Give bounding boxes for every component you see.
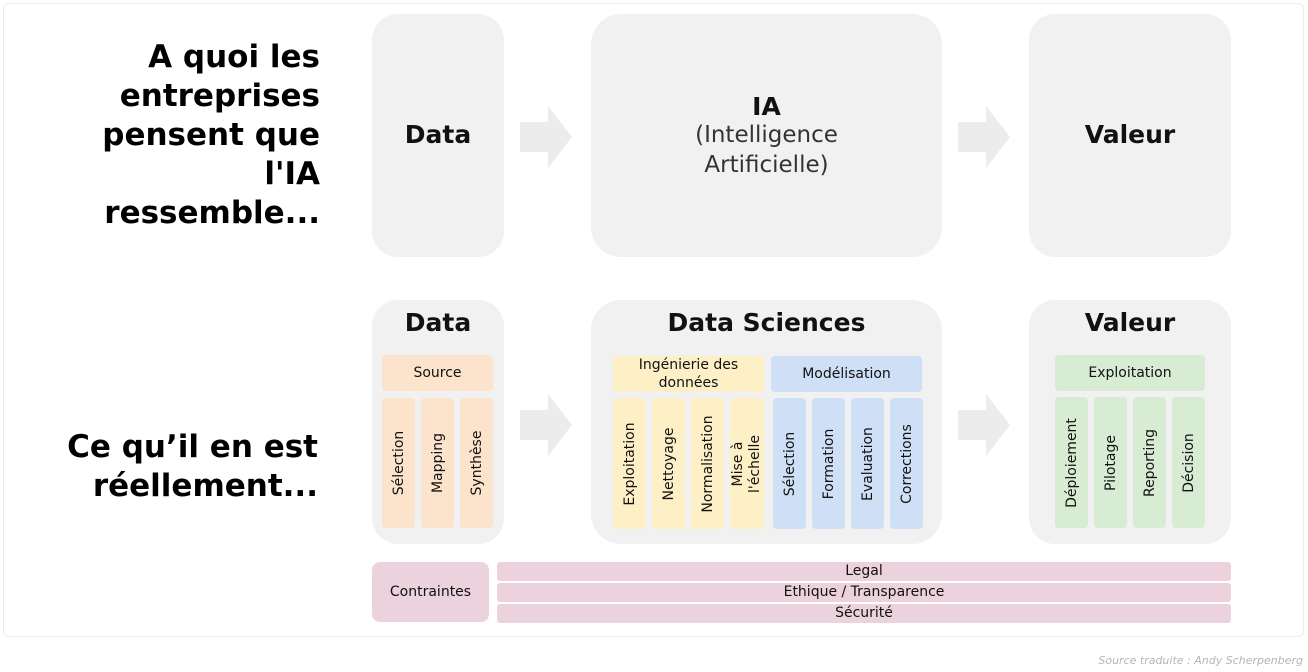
modeling-header: Modélisation [771,356,922,392]
value-item: Décision [1172,397,1205,528]
top-valeur-box: Valeur [1029,14,1231,257]
value-item: Déploiement [1055,397,1088,528]
value-item: Pilotage [1094,397,1127,528]
arrow-right-icon [958,106,1010,168]
data-item: Mapping [421,398,454,528]
data-sciences-title: Data Sciences [667,308,866,337]
source-header: Source [382,355,493,391]
constraints-label: Contraintes [372,562,489,622]
data-engineering-header: Ingénierie des données [613,356,764,392]
top-ia-box: IA (Intelligence Artificielle) [591,14,942,257]
engineering-item: Exploitation [613,398,646,529]
modeling-item: Corrections [890,398,923,529]
constraint-bar-security: Sécurité [497,604,1231,623]
arrow-right-icon [520,394,572,456]
heading-expectation: A quoi les entreprises pensent que l'IA … [102,39,320,231]
ia-title: IA [752,92,781,121]
value-item: Reporting [1133,397,1166,528]
arrow-right-icon [958,394,1010,456]
diagram-frame [3,3,1304,637]
modeling-item: Evaluation [851,398,884,529]
top-data-label: Data [404,120,472,149]
modeling-item: Sélection [773,398,806,529]
engineering-item: Nettoyage [652,398,685,529]
constraint-bar-legal: Legal [497,562,1231,581]
engineering-item: Mise à l'échelle [730,398,764,529]
data-item: Synthèse [460,398,493,528]
data-item: Sélection [382,398,415,528]
modeling-item: Formation [812,398,845,529]
top-valeur-label: Valeur [1084,120,1176,149]
heading-reality: Ce qu’il en est réellement... [67,429,318,504]
bottom-data-title: Data [404,308,472,337]
ia-subtitle: (Intelligence Artificielle) [695,122,838,178]
exploitation-header: Exploitation [1055,355,1205,391]
source-credit: Source traduite : Andy Scherpenberg [1098,654,1303,667]
top-data-box: Data [372,14,504,257]
engineering-item: Normalisation [691,398,724,529]
arrow-right-icon [520,106,572,168]
constraint-bar-ethics: Ethique / Transparence [497,583,1231,602]
bottom-valeur-title: Valeur [1084,308,1176,337]
